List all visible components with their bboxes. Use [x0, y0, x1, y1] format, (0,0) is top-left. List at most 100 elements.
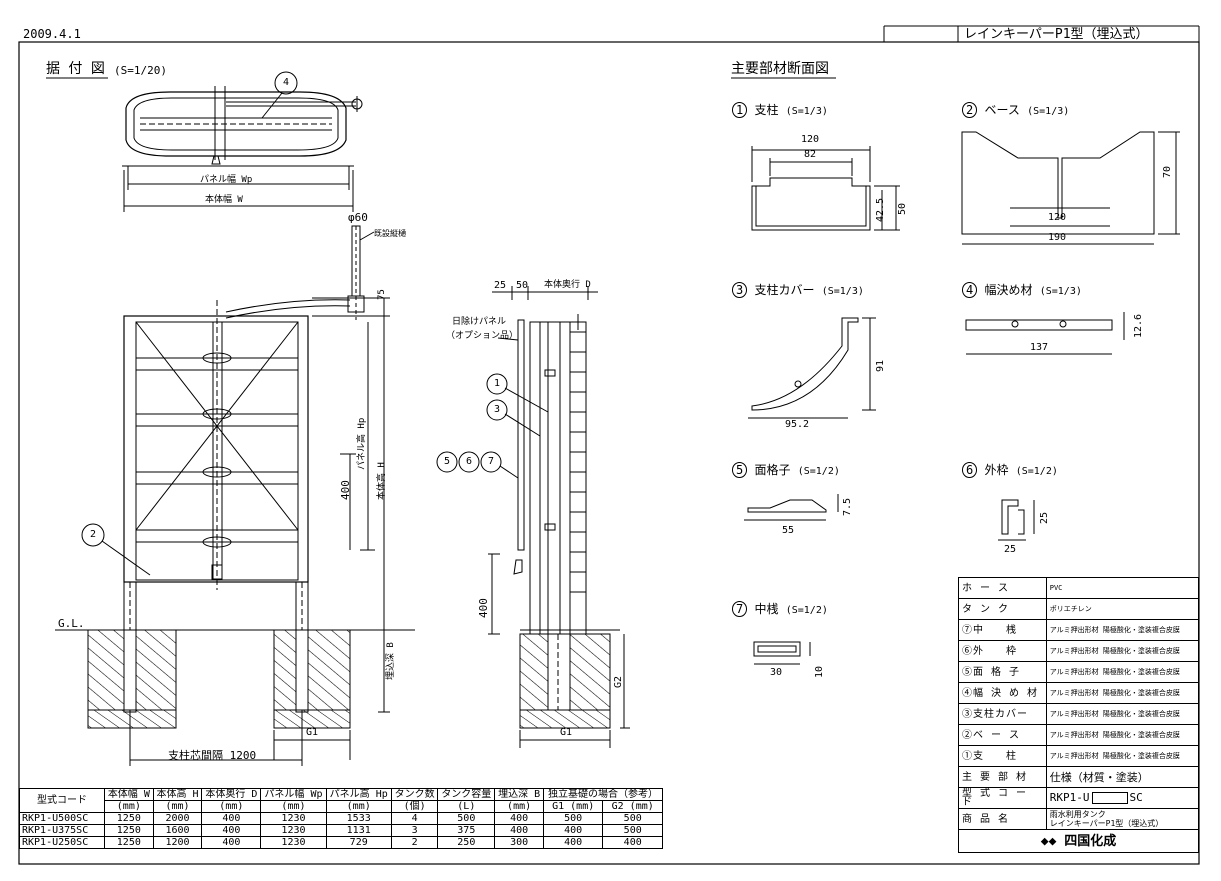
spec-cell: 375	[437, 824, 496, 837]
side-view	[436, 286, 630, 748]
s1-width: 120	[801, 134, 820, 145]
s5-width: 55	[782, 525, 795, 536]
material-spec: アルミ押出形材 陽極酸化・塗装複合皮膜	[1045, 724, 1200, 746]
spec-cell: 400	[201, 824, 262, 837]
spec-unit: (mm)	[201, 800, 262, 813]
spec-cell: RKP1-U375SC	[19, 824, 105, 837]
maker-row: ◆◆ 四国化成	[958, 829, 1199, 853]
s2-name: ベース	[984, 103, 1020, 117]
s5-scale: (S=1/2)	[797, 466, 840, 477]
material-name: ホ ー ス	[958, 577, 1047, 599]
s3-name: 支柱カバー	[754, 283, 815, 297]
sheet-frame	[18, 41, 1200, 865]
spec-header: パネル幅 Wp	[260, 788, 327, 801]
spec-header: 独立基礎の場合（参考）	[542, 788, 664, 801]
material-spec: ポリエチレン	[1045, 598, 1200, 620]
callout-3: 3	[494, 404, 501, 415]
spec-cell: 400	[542, 836, 604, 849]
material-row: ⑤面 格 子アルミ押出形材 陽極酸化・塗装複合皮膜	[958, 661, 1200, 683]
spec-unit: G1 (mm)	[542, 800, 604, 813]
spec-header: タンク容量	[437, 788, 496, 801]
callout-5: 5	[444, 456, 451, 467]
spec-cell: 1230	[260, 812, 327, 825]
depth-label: 本体奥行 D	[544, 280, 591, 290]
spec-cell: 1533	[325, 812, 392, 825]
install-scale: (S=1/20)	[114, 64, 167, 77]
spec-unit: (mm)	[325, 800, 392, 813]
spec-cell: 1250	[104, 812, 154, 825]
spec-header: 型式コード	[19, 788, 105, 813]
pipe-diameter-label: φ60	[348, 211, 368, 224]
s4-heading: 4 幅決め材 (S=1/3)	[962, 282, 1082, 298]
spec-header: 本体高 H	[152, 788, 203, 801]
s6-height: 25	[1039, 511, 1050, 524]
main-material-label: 主 要 部 材	[958, 766, 1047, 788]
main-material-value: 仕様（材質・塗装）	[1045, 766, 1200, 788]
s4-height: 12.6	[1133, 313, 1144, 338]
material-name: ②ベ ー ス	[958, 724, 1047, 746]
dim-50: 50	[516, 280, 529, 291]
maker-name: 四国化成	[1064, 833, 1117, 849]
callout-7: 7	[488, 456, 495, 467]
s3-no: 3	[732, 282, 748, 298]
body-height-label: 本体高 H	[377, 462, 387, 500]
s2-height: 70	[1162, 165, 1173, 178]
product-name-line2: レインキーパーP1型（埋込式）	[1049, 819, 1164, 828]
s7-no: 7	[732, 601, 748, 617]
s2-no: 2	[962, 102, 978, 118]
spec-header: 埋込深 B	[494, 788, 544, 801]
front-view	[55, 225, 415, 766]
spec-cell: 1600	[152, 824, 203, 837]
spec-cell: 1230	[260, 836, 327, 849]
s2-w2: 190	[1048, 232, 1067, 243]
material-row: ⑦中 桟アルミ押出形材 陽極酸化・塗装複合皮膜	[958, 619, 1200, 641]
spec-cell: 400	[201, 836, 262, 849]
spec-cell: 729	[325, 836, 392, 849]
dim-400: 400	[339, 480, 352, 500]
s4-no: 4	[962, 282, 978, 298]
s7-height: 10	[814, 665, 825, 678]
s1-scale: (S=1/3)	[785, 106, 828, 117]
spec-unit: (mm)	[104, 800, 154, 813]
spec-cell: RKP1-U500SC	[19, 812, 105, 825]
spec-unit: (mm)	[260, 800, 327, 813]
spec-unit-row: (mm) (mm) (mm) (mm) (mm) (個) (L) (mm) G1…	[20, 800, 663, 813]
s6-width: 25	[1004, 544, 1017, 555]
s5-name: 面格子	[754, 463, 791, 477]
material-name: タ ン ク	[958, 598, 1047, 620]
model-code-suffix: SC	[1129, 791, 1143, 804]
spec-row: RKP1-U250SC 1250 1200 400 1230 729 2 250…	[19, 836, 663, 849]
spec-unit: (mm)	[152, 800, 203, 813]
material-row: ④幅 決 め 材アルミ押出形材 陽極酸化・塗装複合皮膜	[958, 682, 1200, 704]
s1-h1: 42.5	[875, 197, 886, 222]
spec-cell: 300	[494, 836, 544, 849]
spec-cell: 400	[494, 824, 544, 837]
spec-cell: 250	[437, 836, 496, 849]
dim-75: 75	[377, 289, 387, 300]
s3-scale: (S=1/3)	[821, 286, 864, 297]
callout-2: 2	[90, 529, 97, 540]
spec-cell: 1131	[325, 824, 392, 837]
s1-h2: 50	[897, 202, 908, 215]
spec-cell: 4	[390, 812, 439, 825]
material-row: ②ベ ー スアルミ押出形材 陽極酸化・塗装複合皮膜	[958, 724, 1200, 746]
s7-width: 30	[770, 667, 783, 678]
material-name: ③支柱カバー	[958, 703, 1047, 725]
spec-cell: 500	[602, 824, 663, 837]
gutter-label: 既設縦樋	[374, 229, 406, 238]
spec-row: RKP1-U375SC 1250 1600 400 1230 1131 3 37…	[19, 824, 663, 837]
model-code-blank	[1091, 792, 1128, 804]
material-name: ①支 柱	[958, 745, 1047, 767]
g1-label: G1	[306, 727, 319, 738]
s1-inner: 82	[804, 149, 817, 160]
body-width-label: 本体幅 W	[205, 195, 243, 205]
s1-name: 支柱	[754, 103, 779, 117]
spec-cell: 400	[494, 812, 544, 825]
spec-cell: 500	[602, 812, 663, 825]
s5-heading: 5 面格子 (S=1/2)	[732, 462, 840, 478]
material-name: ⑦中 桟	[958, 619, 1047, 641]
material-row: ③支柱カバーアルミ押出形材 陽極酸化・塗装複合皮膜	[958, 703, 1200, 725]
material-spec: アルミ押出形材 陽極酸化・塗装複合皮膜	[1045, 745, 1200, 767]
